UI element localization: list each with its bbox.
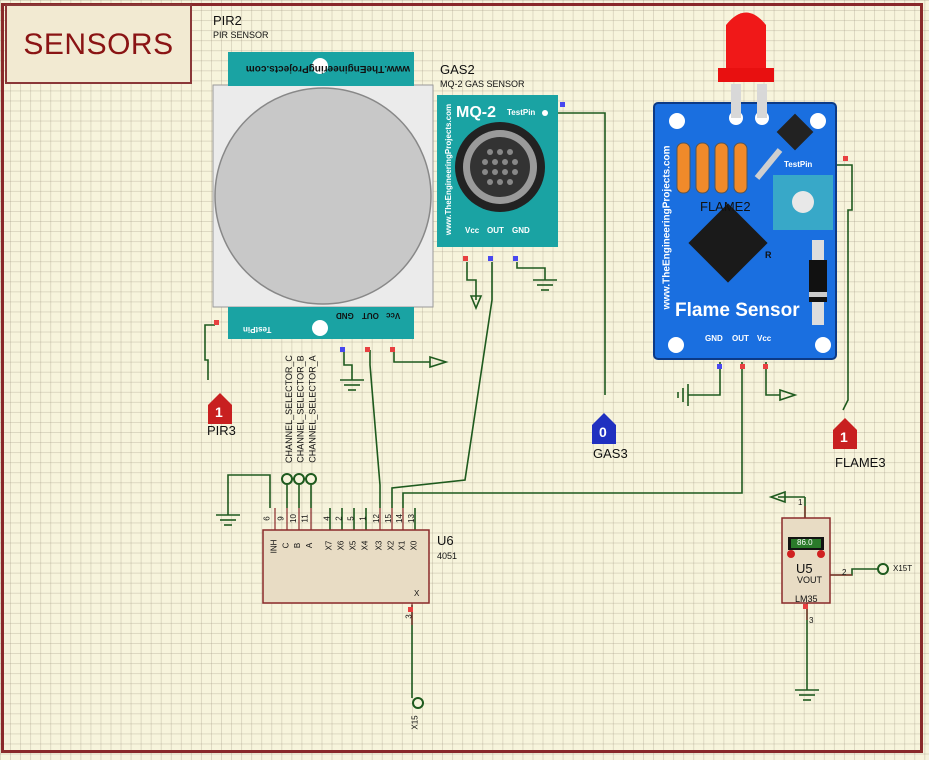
mux-pin-x7: X7: [324, 540, 334, 551]
pin-state-lm35-gnd: [803, 604, 808, 609]
mux-pin-c: C: [281, 542, 291, 549]
gas-sensor-board: [437, 95, 558, 247]
pir-sensor-board: [212, 52, 434, 339]
mux-num-9: 9: [276, 516, 286, 521]
pin-state-mux-out: [408, 607, 413, 612]
mux-pin-stubs: [274, 508, 413, 625]
flame-pin-out: OUT: [732, 334, 749, 343]
mux-num-12: 12: [371, 514, 381, 523]
pir-pin-vcc: Vcc: [386, 311, 401, 320]
ground-symbols: [216, 279, 819, 701]
pir3-label: PIR3: [207, 423, 236, 438]
selector-terminals: [281, 473, 889, 709]
pin-state-pir-out: [365, 347, 370, 352]
lm35-vout: VOUT: [797, 575, 823, 585]
mux-out-label: X: [414, 589, 420, 598]
power-arrows: [429, 295, 798, 504]
mux-pin-x0: X0: [409, 540, 419, 551]
logic-probes: [208, 393, 857, 449]
mux-num-13: 13: [406, 514, 416, 523]
flame-chip-label: R: [765, 250, 772, 260]
mux-pin-x6: X6: [336, 540, 346, 551]
lm35-ref: U5: [796, 561, 813, 576]
gas-board-text: www.TheEngineeringProjects.com: [444, 103, 454, 236]
mux-pin-x1: X1: [397, 540, 407, 551]
mux-out-num: 3: [404, 614, 414, 619]
pin-state-gas-test: [560, 102, 565, 107]
mux-num-10: 10: [288, 514, 298, 523]
mux-num-5: 5: [346, 516, 356, 521]
mux-num-11: 11: [300, 514, 310, 523]
sheet-title: SENSORS: [23, 28, 174, 61]
mux-pin-x3: X3: [374, 540, 384, 551]
gas3-label: GAS3: [593, 446, 628, 461]
pin-state-pir-gnd: [340, 347, 345, 352]
lm35-pin3: 3: [809, 616, 814, 625]
pin-state-pir-test: [214, 320, 219, 325]
mux-4051-body: [262, 529, 430, 604]
flame-board-text: www.TheEngineeringProjects.com: [661, 145, 673, 310]
pin-state-flame-out: [740, 364, 745, 369]
terminal-x15t: X15T: [893, 564, 913, 573]
mux-num-6: 6: [262, 516, 272, 521]
pir-board-text: www.TheEngineeringProjects.com: [245, 63, 410, 74]
flame-pin-vcc: Vcc: [757, 334, 772, 343]
mux-pin-b: B: [293, 542, 303, 549]
pin-state-gas-gnd: [513, 256, 518, 261]
flame-sensor-board: [653, 12, 837, 360]
pin-state-flame-gnd: [717, 364, 722, 369]
lm35-pin2: 2: [842, 568, 847, 577]
gas-pin-gnd: GND: [512, 226, 530, 235]
mux-ref: U6: [437, 533, 454, 548]
gas3-value[interactable]: 0: [599, 424, 607, 440]
pir-ref: PIR2: [213, 13, 242, 28]
pir-testpin-label: TestPin: [243, 325, 272, 334]
gas-testpin-label: TestPin: [507, 108, 536, 117]
pin-state-gas-out: [488, 256, 493, 261]
flame-pin-gnd: GND: [705, 334, 723, 343]
flame3-label: FLAME3: [835, 455, 886, 470]
mux-pin-a: A: [305, 542, 315, 549]
lm35-pin1: 1: [798, 498, 803, 507]
pin-state-pir-vcc: [390, 347, 395, 352]
mux-pin-inh: INH: [269, 539, 279, 554]
mux-num-15: 15: [383, 514, 393, 523]
selector-c-label: CHANNEL_SELECTOR_C: [283, 355, 294, 463]
flame-title: Flame Sensor: [675, 300, 800, 321]
mux-pin-x5: X5: [348, 540, 358, 551]
flame3-value[interactable]: 1: [840, 429, 848, 445]
gas-name: MQ-2 GAS SENSOR: [440, 79, 525, 89]
mux-num-2: 2: [334, 516, 344, 521]
flame-testpin-label: TestPin: [784, 160, 813, 169]
mux-num-1: 1: [358, 516, 368, 521]
gas-pin-vcc: Vcc: [465, 226, 480, 235]
selector-b-label: CHANNEL_SELECTOR_B: [295, 355, 306, 463]
selector-a-label: CHANNEL_SELECTOR_A: [307, 355, 318, 463]
lm35-reading: 86.0: [797, 538, 813, 547]
flame-ref: FLAME2: [700, 199, 751, 214]
pir-pin-gnd: GND: [336, 311, 354, 320]
mux-part: 4051: [437, 551, 458, 561]
gas-pin-out: OUT: [487, 226, 504, 235]
sheet-border: [1, 3, 923, 753]
lm35-component: [781, 506, 852, 620]
mux-num-14: 14: [394, 514, 404, 523]
pin-state-flame-vcc: [763, 364, 768, 369]
mux-pin-x4: X4: [360, 540, 370, 551]
pin-state-flame-test: [843, 156, 848, 161]
mux-pin-x2: X2: [386, 540, 396, 551]
terminal-x15: X15: [410, 715, 420, 730]
mux-num-4: 4: [322, 516, 332, 521]
lm35-part: LM35: [795, 594, 818, 604]
pir-name: PIR SENSOR: [213, 30, 269, 40]
gas-ref: GAS2: [440, 62, 475, 77]
pir3-value[interactable]: 1: [215, 404, 223, 420]
pir-pin-out: OUT: [362, 311, 379, 320]
title-block: SENSORS: [5, 4, 192, 84]
gas-model: MQ-2: [456, 104, 496, 121]
pin-state-gas-vcc: [463, 256, 468, 261]
